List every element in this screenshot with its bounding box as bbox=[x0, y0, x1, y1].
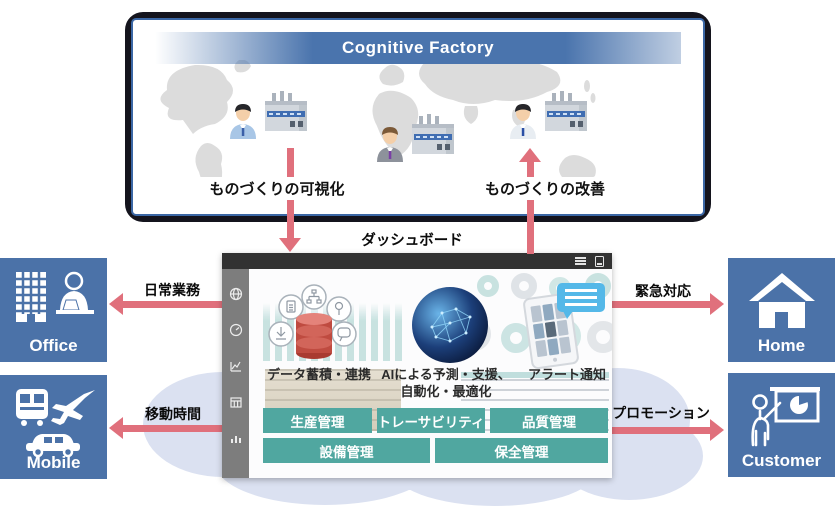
faded-donut bbox=[477, 275, 499, 297]
traceability-button[interactable]: トレーサビリティ bbox=[377, 408, 485, 433]
transport-icons bbox=[15, 389, 95, 457]
cognitive-factory-banner: Cognitive Factory bbox=[155, 32, 681, 64]
faded-donut bbox=[587, 321, 612, 353]
factory-worker-right bbox=[507, 87, 593, 151]
office-node: Office bbox=[0, 258, 107, 362]
device-icon[interactable] bbox=[595, 255, 604, 267]
document-icon bbox=[286, 300, 296, 313]
gauge-icon[interactable] bbox=[229, 323, 243, 337]
arrow-mobile-head bbox=[109, 417, 123, 439]
calendar-icon[interactable] bbox=[229, 395, 243, 409]
caption-ai-line2: 自動化・最適化 bbox=[400, 384, 492, 399]
caption-data: データ蓄積・連携 bbox=[266, 367, 371, 382]
arrow-customer-label: プロモーション bbox=[612, 405, 710, 421]
home-node: Home bbox=[728, 258, 835, 362]
caption-ai: AIによる予測・支援、 自動化・最適化 bbox=[376, 366, 516, 400]
faded-donut bbox=[501, 323, 531, 353]
factory-icon bbox=[265, 91, 307, 131]
mobile-node-label: Mobile bbox=[26, 453, 81, 472]
database-icon bbox=[296, 313, 332, 359]
ai-brain-icon bbox=[412, 287, 488, 363]
maintenance-management-button[interactable]: 保全管理 bbox=[435, 438, 608, 463]
arrow-home-label: 緊急対応 bbox=[635, 283, 691, 299]
production-management-button[interactable]: 生産管理 bbox=[263, 408, 372, 433]
world-map bbox=[160, 60, 617, 198]
arrow-down-head bbox=[279, 238, 301, 252]
dashboard-sidebar bbox=[222, 269, 249, 478]
bar-chart-icon[interactable] bbox=[229, 431, 243, 445]
factory-worker-center bbox=[374, 110, 460, 174]
cognitive-factory-title: Cognitive Factory bbox=[341, 38, 495, 57]
car-icon bbox=[25, 434, 80, 457]
desk-icon bbox=[55, 310, 94, 314]
menu-icon[interactable] bbox=[575, 257, 586, 265]
customer-node-label: Customer bbox=[741, 451, 822, 470]
worker-icon bbox=[377, 127, 403, 162]
improve-label: ものづくりの改善 bbox=[463, 177, 627, 200]
arrow-home-line bbox=[604, 301, 710, 308]
caption-alert: アラート通知 bbox=[527, 367, 606, 382]
arrow-customer-head bbox=[710, 419, 724, 441]
factory-worker-left bbox=[227, 87, 313, 151]
arrow-up-line bbox=[527, 162, 534, 254]
arrow-mobile-line bbox=[122, 425, 230, 432]
person-icon bbox=[64, 271, 83, 291]
arrow-office-head bbox=[109, 293, 123, 315]
network-icon bbox=[306, 289, 322, 304]
house-icon bbox=[748, 273, 815, 328]
faded-table-header bbox=[461, 372, 609, 378]
visualize-label: ものづくりの可視化 bbox=[195, 177, 359, 200]
worker-icon bbox=[510, 104, 536, 139]
dashboard-label: ダッシュボード bbox=[361, 233, 463, 249]
chat-icon bbox=[337, 327, 351, 342]
equipment-management-button[interactable]: 設備管理 bbox=[263, 438, 430, 463]
office-building-icon bbox=[15, 271, 94, 322]
line-chart-icon[interactable] bbox=[229, 359, 243, 373]
dashboard-topbar bbox=[222, 253, 612, 269]
train-icon bbox=[15, 389, 48, 426]
arrow-office-line bbox=[122, 301, 230, 308]
arrow-up-head bbox=[519, 148, 541, 162]
faded-donut bbox=[511, 273, 537, 299]
arrow-office-label: 日常業務 bbox=[144, 282, 200, 298]
quality-management-button[interactable]: 品質管理 bbox=[490, 408, 608, 433]
arrow-customer-line bbox=[604, 427, 710, 434]
worker-icon bbox=[230, 104, 256, 139]
customer-node: Customer bbox=[728, 373, 835, 477]
factory-icon bbox=[545, 91, 587, 131]
mobile-node: Mobile bbox=[0, 375, 107, 479]
dashboard-window: データ蓄積・連携 AIによる予測・支援、 自動化・最適化 アラート通知 生産管理… bbox=[222, 253, 612, 478]
dashboard-content: データ蓄積・連携 AIによる予測・支援、 自動化・最適化 アラート通知 生産管理… bbox=[249, 269, 612, 478]
alert-bubble-icon bbox=[557, 283, 605, 319]
home-node-label: Home bbox=[757, 336, 806, 355]
globe-icon[interactable] bbox=[229, 287, 243, 301]
download-icon bbox=[276, 327, 286, 340]
location-pin-icon bbox=[334, 301, 344, 315]
laptop-icon bbox=[61, 299, 80, 311]
factory-icon bbox=[412, 114, 454, 154]
caption-ai-line1: AIによる予測・支援、 bbox=[381, 367, 511, 382]
database-feature-art bbox=[268, 284, 357, 359]
arrow-mobile-label: 移動時間 bbox=[145, 406, 201, 422]
office-node-label: Office bbox=[29, 336, 78, 355]
plane-icon bbox=[50, 390, 95, 425]
presenter-icon bbox=[750, 387, 820, 447]
arrow-home-head bbox=[710, 293, 724, 315]
